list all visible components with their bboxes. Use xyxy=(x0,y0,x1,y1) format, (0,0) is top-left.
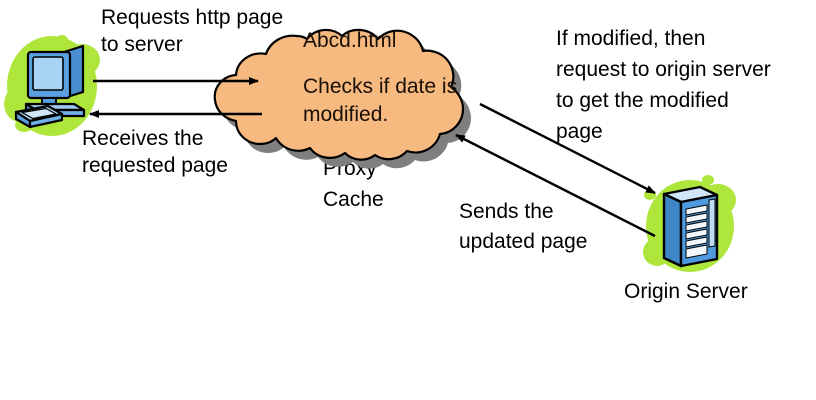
node-label-proxy-line2: Cache xyxy=(323,188,384,211)
annotation-if-modified-line4: page xyxy=(556,120,603,143)
desktop-computer-icon xyxy=(14,44,86,129)
annotation-if-modified-line2: request to origin server xyxy=(556,58,771,81)
node-label-origin-server: Origin Server xyxy=(624,280,748,303)
annotation-request-http-line2: to server xyxy=(101,33,183,56)
arrow-proxy-to-origin xyxy=(479,102,656,195)
arrow-origin-to-proxy xyxy=(455,133,656,238)
cloud-icon xyxy=(213,28,465,161)
cloud-check-text-line1: Checks if date is xyxy=(303,75,458,98)
server-rack-icon xyxy=(662,185,719,268)
cloud-filename-text: Abcd.html xyxy=(303,29,397,52)
annotation-if-modified-line1: If modified, then xyxy=(556,27,706,50)
annotation-if-modified-line3: to get the modified xyxy=(556,89,729,112)
cloud-check-text-line2: modified. xyxy=(303,103,389,126)
annotation-receives-page-line2: requested page xyxy=(82,154,228,177)
annotation-sends-updated-line1: Sends the xyxy=(459,200,554,223)
annotation-sends-updated-line2: updated page xyxy=(459,230,588,253)
annotation-request-http-line1: Requests http page xyxy=(101,6,284,29)
annotation-receives-page-line1: Receives the xyxy=(82,127,204,150)
